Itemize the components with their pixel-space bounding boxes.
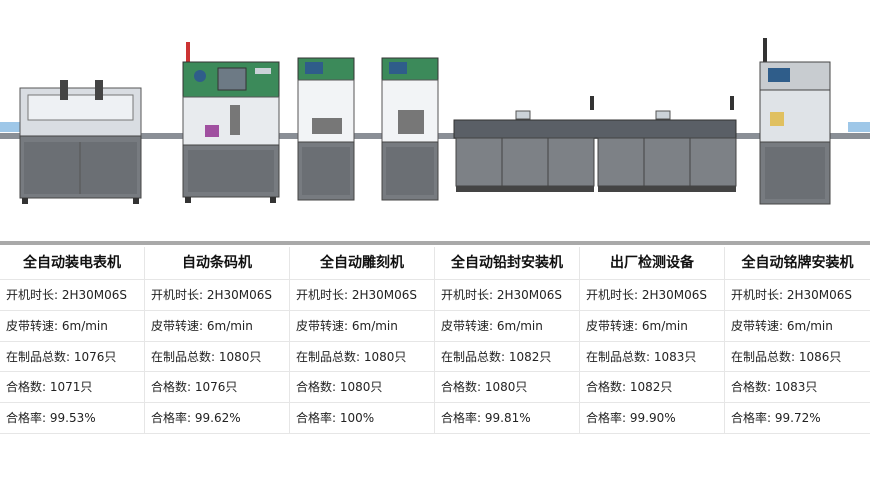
stat-belt-speed: 皮带转速: 6m/min xyxy=(0,311,144,342)
production-line-illustration xyxy=(0,0,870,240)
stat-runtime: 开机时长: 2H30M06S xyxy=(0,280,144,311)
machine-column-2: 自动条码机 开机时长: 2H30M06S 皮带转速: 6m/min 在制品总数:… xyxy=(145,247,290,434)
stat-belt-speed: 皮带转速: 6m/min xyxy=(145,311,289,342)
stat-runtime: 开机时长: 2H30M06S xyxy=(290,280,434,311)
stat-belt-speed: 皮带转速: 6m/min xyxy=(435,311,579,342)
machine-name: 自动条码机 xyxy=(145,247,289,280)
stat-wip-total: 在制品总数: 1080只 xyxy=(290,342,434,373)
stat-passed: 合格数: 1083只 xyxy=(725,372,870,404)
machine-column-1: 全自动装电表机 开机时长: 2H30M06S 皮带转速: 6m/min 在制品总… xyxy=(0,247,145,434)
stat-wip-total: 在制品总数: 1080只 xyxy=(145,342,289,373)
machine-column-4: 全自动铅封安装机 开机时长: 2H30M06S 皮带转速: 6m/min 在制品… xyxy=(435,247,580,434)
stat-wip-total: 在制品总数: 1086只 xyxy=(725,342,870,373)
machine-name: 出厂检测设备 xyxy=(580,247,724,280)
stat-wip-total: 在制品总数: 1083只 xyxy=(580,342,724,373)
stat-pass-rate: 合格率: 99.72% xyxy=(725,403,870,434)
section-divider xyxy=(0,241,870,245)
machine-column-3: 全自动雕刻机 开机时长: 2H30M06S 皮带转速: 6m/min 在制品总数… xyxy=(290,247,435,434)
stat-passed: 合格数: 1082只 xyxy=(580,372,724,404)
machine-column-6: 全自动铭牌安装机 开机时长: 2H30M06S 皮带转速: 6m/min 在制品… xyxy=(725,247,870,434)
machine-name: 全自动雕刻机 xyxy=(290,247,434,280)
stat-wip-total: 在制品总数: 1076只 xyxy=(0,342,144,373)
machine-engraving xyxy=(297,57,355,201)
stat-passed: 合格数: 1071只 xyxy=(0,372,144,404)
machine-name: 全自动铅封安装机 xyxy=(435,247,579,280)
machine-seal-install xyxy=(381,57,439,201)
stat-pass-rate: 合格率: 99.81% xyxy=(435,403,579,434)
machine-stats-table: 全自动装电表机 开机时长: 2H30M06S 皮带转速: 6m/min 在制品总… xyxy=(0,247,870,434)
stat-belt-speed: 皮带转速: 6m/min xyxy=(290,311,434,342)
stat-wip-total: 在制品总数: 1082只 xyxy=(435,342,579,373)
stat-runtime: 开机时长: 2H30M06S xyxy=(435,280,579,311)
machine-column-5: 出厂检测设备 开机时长: 2H30M06S 皮带转速: 6m/min 在制品总数… xyxy=(580,247,725,434)
stat-pass-rate: 合格率: 99.62% xyxy=(145,403,289,434)
stat-passed: 合格数: 1076只 xyxy=(145,372,289,404)
machine-name: 全自动铭牌安装机 xyxy=(725,247,870,280)
stat-passed: 合格数: 1080只 xyxy=(290,372,434,404)
stat-runtime: 开机时长: 2H30M06S xyxy=(145,280,289,311)
stat-belt-speed: 皮带转速: 6m/min xyxy=(725,311,870,342)
machine-meter-loading xyxy=(19,80,142,204)
machine-barcode xyxy=(182,42,280,203)
machine-name: 全自动装电表机 xyxy=(0,247,144,280)
stat-runtime: 开机时长: 2H30M06S xyxy=(580,280,724,311)
stat-belt-speed: 皮带转速: 6m/min xyxy=(580,311,724,342)
machine-nameplate-install xyxy=(759,38,831,205)
stat-pass-rate: 合格率: 99.53% xyxy=(0,403,144,434)
stat-pass-rate: 合格率: 99.90% xyxy=(580,403,724,434)
stat-runtime: 开机时长: 2H30M06S xyxy=(725,280,870,311)
stat-passed: 合格数: 1080只 xyxy=(435,372,579,404)
stat-pass-rate: 合格率: 100% xyxy=(290,403,434,434)
machine-factory-inspection xyxy=(453,96,737,192)
